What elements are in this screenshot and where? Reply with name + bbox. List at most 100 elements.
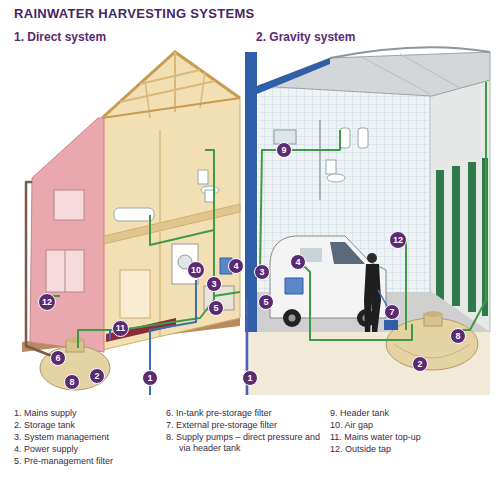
pipework-part bbox=[214, 292, 240, 296]
house-cutaway-part bbox=[174, 52, 176, 112]
pipework-part bbox=[78, 150, 214, 348]
callout-number: 9 bbox=[281, 146, 286, 155]
callout-circle: 5 bbox=[258, 294, 274, 310]
house-cutaway-part bbox=[46, 250, 84, 292]
building-cutaway-part bbox=[327, 174, 345, 182]
house-cutaway-part bbox=[198, 170, 208, 184]
callout-number: 8 bbox=[455, 332, 460, 341]
callout-circle: 9 bbox=[276, 142, 292, 158]
key-item: 5. Pre-management filter bbox=[14, 456, 162, 467]
pipework bbox=[26, 82, 486, 395]
section-heading: 1. Direct system bbox=[14, 30, 106, 44]
house-cutaway-part bbox=[102, 98, 240, 118]
building-cutaway-part bbox=[358, 128, 368, 148]
building-cutaway-part bbox=[283, 309, 301, 327]
callout-number: 2 bbox=[94, 372, 99, 381]
house-cutaway-part bbox=[120, 270, 150, 318]
house-cutaway-part bbox=[106, 318, 176, 342]
storage-tank-part bbox=[40, 346, 110, 390]
house-cutaway-part bbox=[102, 52, 240, 118]
building-cutaway-part bbox=[319, 120, 321, 200]
house-cutaway-part bbox=[114, 208, 154, 221]
callout-number: 8 bbox=[69, 378, 74, 387]
pipework-part bbox=[284, 130, 340, 150]
callout-circle: 1 bbox=[142, 370, 158, 386]
pipework-part bbox=[405, 240, 407, 330]
pipework-part bbox=[300, 262, 412, 340]
building-cutaway-part bbox=[326, 160, 336, 174]
storage-tank-part bbox=[424, 311, 442, 317]
building-cutaway-part bbox=[257, 58, 330, 94]
storage-tank-part bbox=[394, 344, 470, 358]
callout-number: 6 bbox=[55, 354, 60, 363]
callout-circle: 8 bbox=[450, 328, 466, 344]
callout-number: 3 bbox=[211, 280, 216, 289]
callout-circle: 2 bbox=[412, 356, 428, 372]
key-item: 12. Outside tap bbox=[330, 444, 490, 455]
callout-circle: 4 bbox=[228, 258, 244, 274]
callout-number: 11 bbox=[116, 324, 126, 333]
callout-number: 4 bbox=[295, 258, 300, 267]
callout-number: 4 bbox=[233, 262, 238, 271]
callout-circle: 5 bbox=[208, 300, 224, 316]
callout-number: 12 bbox=[393, 236, 403, 245]
pipework-part bbox=[109, 330, 111, 340]
callout-circle: 10 bbox=[187, 261, 205, 279]
storage-tank bbox=[40, 311, 478, 390]
callout-number: 1 bbox=[147, 374, 152, 383]
callout-circle: 12 bbox=[38, 293, 56, 311]
building-cutaway-part bbox=[330, 47, 490, 58]
building-cutaway-part bbox=[360, 56, 430, 94]
diagram-title: RAINWATER HARVESTING SYSTEMS bbox=[14, 6, 255, 22]
callout-circle: 11 bbox=[112, 320, 129, 337]
callout-number: 10 bbox=[191, 266, 201, 275]
building-cutaway-part bbox=[452, 166, 460, 306]
callout-circle: 4 bbox=[290, 254, 306, 270]
callout-circle: 8 bbox=[64, 374, 80, 390]
callout-circle: 3 bbox=[206, 276, 222, 292]
house-cutaway-part bbox=[54, 190, 84, 220]
key-item: 2. Storage tank bbox=[14, 420, 162, 431]
pipework-part bbox=[150, 215, 214, 245]
callout-number: 7 bbox=[389, 308, 394, 317]
house-cutaway bbox=[22, 52, 240, 352]
key-item: 9. Header tank bbox=[330, 408, 490, 419]
callout-circle: 12 bbox=[389, 231, 407, 249]
key-item: 8. Supply pumps – direct pressure and vi… bbox=[166, 432, 322, 454]
callout-number: 12 bbox=[42, 298, 52, 307]
building-cutaway-part bbox=[367, 253, 377, 263]
house-cutaway-part bbox=[140, 70, 200, 84]
house-cutaway-part bbox=[104, 204, 240, 244]
key-item: 6. In-tank pre-storage filter bbox=[166, 408, 322, 419]
key-item: 1. Mains supply bbox=[14, 408, 162, 419]
callout-number: 3 bbox=[259, 268, 264, 277]
house-cutaway-part bbox=[205, 190, 214, 202]
house-cutaway-part bbox=[102, 52, 240, 350]
house-cutaway-part bbox=[159, 232, 161, 336]
callout-number: 5 bbox=[263, 298, 268, 307]
callout-number: 5 bbox=[213, 304, 218, 313]
key-item: 11. Mains water top-up bbox=[330, 432, 490, 443]
building-cutaway-part bbox=[430, 80, 490, 332]
storage-tank-part bbox=[66, 337, 84, 343]
section-heading: 2. Gravity system bbox=[256, 30, 355, 44]
callout-number: 1 bbox=[247, 374, 252, 383]
key-item: 7. External pre-storage filter bbox=[166, 420, 322, 431]
callout-circle: 7 bbox=[384, 304, 400, 320]
building-cutaway-part bbox=[330, 242, 365, 264]
building-cutaway-part bbox=[400, 54, 460, 88]
callout-circle: 2 bbox=[89, 368, 105, 384]
pipework-part bbox=[260, 150, 284, 272]
building-cutaway-part bbox=[364, 264, 381, 334]
callout-circle: 6 bbox=[50, 350, 66, 366]
pipework-part bbox=[460, 82, 486, 330]
key-item: 4. Power supply bbox=[14, 444, 162, 455]
house-cutaway-part bbox=[65, 250, 66, 292]
pipework-part bbox=[285, 278, 303, 294]
building-cutaway-part bbox=[436, 170, 444, 300]
building-cutaway-part bbox=[468, 162, 476, 312]
callout-circle: 1 bbox=[242, 370, 258, 386]
building-cutaway-part bbox=[289, 315, 296, 322]
